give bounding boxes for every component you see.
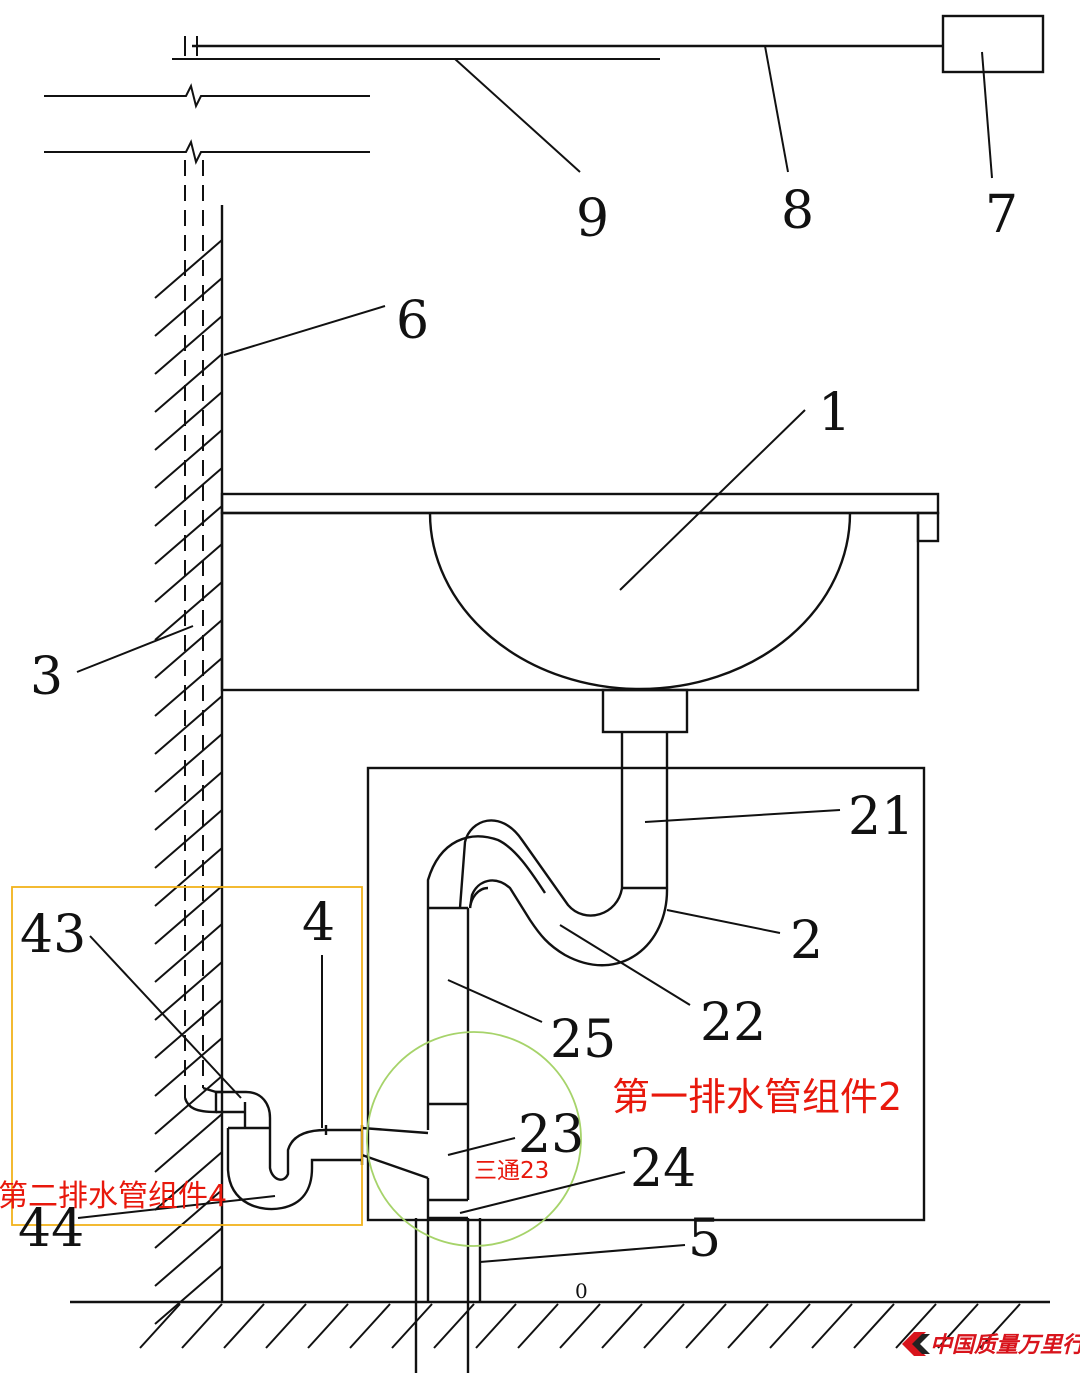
wall-hatch-line [154, 429, 223, 489]
wall-hatch-line [154, 353, 223, 413]
floor-hatch-line [601, 1303, 643, 1349]
wall-hatch-line [154, 847, 223, 907]
floor-hatch-line [895, 1303, 937, 1349]
floor-hatch-line [349, 1303, 391, 1349]
floor-hatch-line [475, 1303, 517, 1349]
floor-hatch-line [391, 1303, 433, 1349]
wall-hatch-line [154, 467, 223, 527]
label-1: 1 [818, 383, 851, 443]
wall-hatch-line [154, 999, 223, 1059]
label-5: 5 [688, 1209, 721, 1269]
label-7: 7 [985, 185, 1018, 245]
label-21: 21 [848, 787, 914, 847]
wall-hatch-line [154, 657, 223, 717]
wall-hatch-line [154, 1189, 223, 1249]
label-2: 2 [790, 911, 823, 971]
floor-hatch-line [769, 1303, 811, 1349]
label-6: 6 [396, 291, 429, 351]
label-3: 3 [30, 647, 63, 707]
tee-highlight-circle [366, 1031, 582, 1247]
label-23: 23 [518, 1105, 584, 1165]
floor-hatch-line [685, 1303, 727, 1349]
floor-hatch-line [265, 1303, 307, 1349]
wall-hatch-line [154, 1151, 223, 1211]
wall-hatch-line [154, 809, 223, 869]
label-22: 22 [700, 993, 766, 1053]
wall-hatch-line [154, 885, 223, 945]
wall-hatch-line [154, 961, 223, 1021]
floor-hatch-line [559, 1303, 601, 1349]
floor-hatch-line [979, 1303, 1021, 1349]
wall-hatch-line [154, 733, 223, 793]
wall-hatch-line [154, 1037, 223, 1097]
label-25: 25 [550, 1010, 616, 1070]
label-43: 43 [20, 905, 86, 965]
floor [70, 1300, 1050, 1349]
label-small-0: 0 [575, 1279, 588, 1303]
component-7-box [941, 14, 1045, 74]
wall-hatch-line [154, 505, 223, 565]
wall-hatch-line [154, 695, 223, 755]
wall-hatch-line [154, 1227, 223, 1287]
wall-hatch-line [154, 239, 223, 299]
wall-hatch-line [154, 923, 223, 983]
wall-hatch-line [154, 1113, 223, 1173]
number-labels: 9 8 7 6 1 3 21 2 22 25 43 4 23 24 44 5 0 [18, 181, 1018, 1303]
wall-hatch-line [154, 543, 223, 603]
floor-hatch-line [853, 1303, 895, 1349]
wall-hatch-line [154, 277, 223, 337]
annotation-second-drain: 第二排水管组件4 [0, 1179, 227, 1214]
label-4: 4 [302, 893, 335, 953]
watermark: 中国质量万里行 [902, 1332, 1080, 1358]
leader-lines [76, 45, 993, 1263]
floor-hatch-line [181, 1303, 223, 1349]
floor-hatch-line [811, 1303, 853, 1349]
floor-hatch-line [223, 1303, 265, 1349]
annotation-tee: 三通23 [474, 1158, 549, 1184]
label-44: 44 [18, 1199, 84, 1259]
red-annotations: 第一排水管组件2 第二排水管组件4 三通23 [0, 1075, 902, 1214]
second-drain-highlight-box [11, 886, 363, 1226]
floor-hatch-line [307, 1303, 349, 1349]
wall-hatch-line [154, 581, 223, 641]
wall [154, 160, 224, 1325]
cabinet [366, 766, 926, 1222]
wall-hatch-line [154, 1265, 223, 1325]
wall-hatch-line [154, 619, 223, 679]
floor-hatch-line [139, 1303, 181, 1349]
label-9: 9 [576, 189, 609, 249]
label-8: 8 [781, 181, 814, 241]
label-24: 24 [630, 1139, 696, 1199]
watermark-logo-icon [902, 1332, 930, 1356]
overhead-lines [44, 14, 1045, 165]
floor-hatch-line [727, 1303, 769, 1349]
annotation-first-drain: 第一排水管组件2 [612, 1075, 902, 1119]
wall-hatch-line [154, 391, 223, 451]
sink-basin [220, 492, 940, 734]
floor-hatch-line [643, 1303, 685, 1349]
floor-hatch-line [517, 1303, 559, 1349]
wall-hatch-line [154, 315, 223, 375]
floor-hatch-line [937, 1303, 979, 1349]
watermark-text: 中国质量万里行 [930, 1332, 1080, 1358]
first-drain-assembly [361, 732, 669, 1373]
wall-hatch-line [154, 771, 223, 831]
